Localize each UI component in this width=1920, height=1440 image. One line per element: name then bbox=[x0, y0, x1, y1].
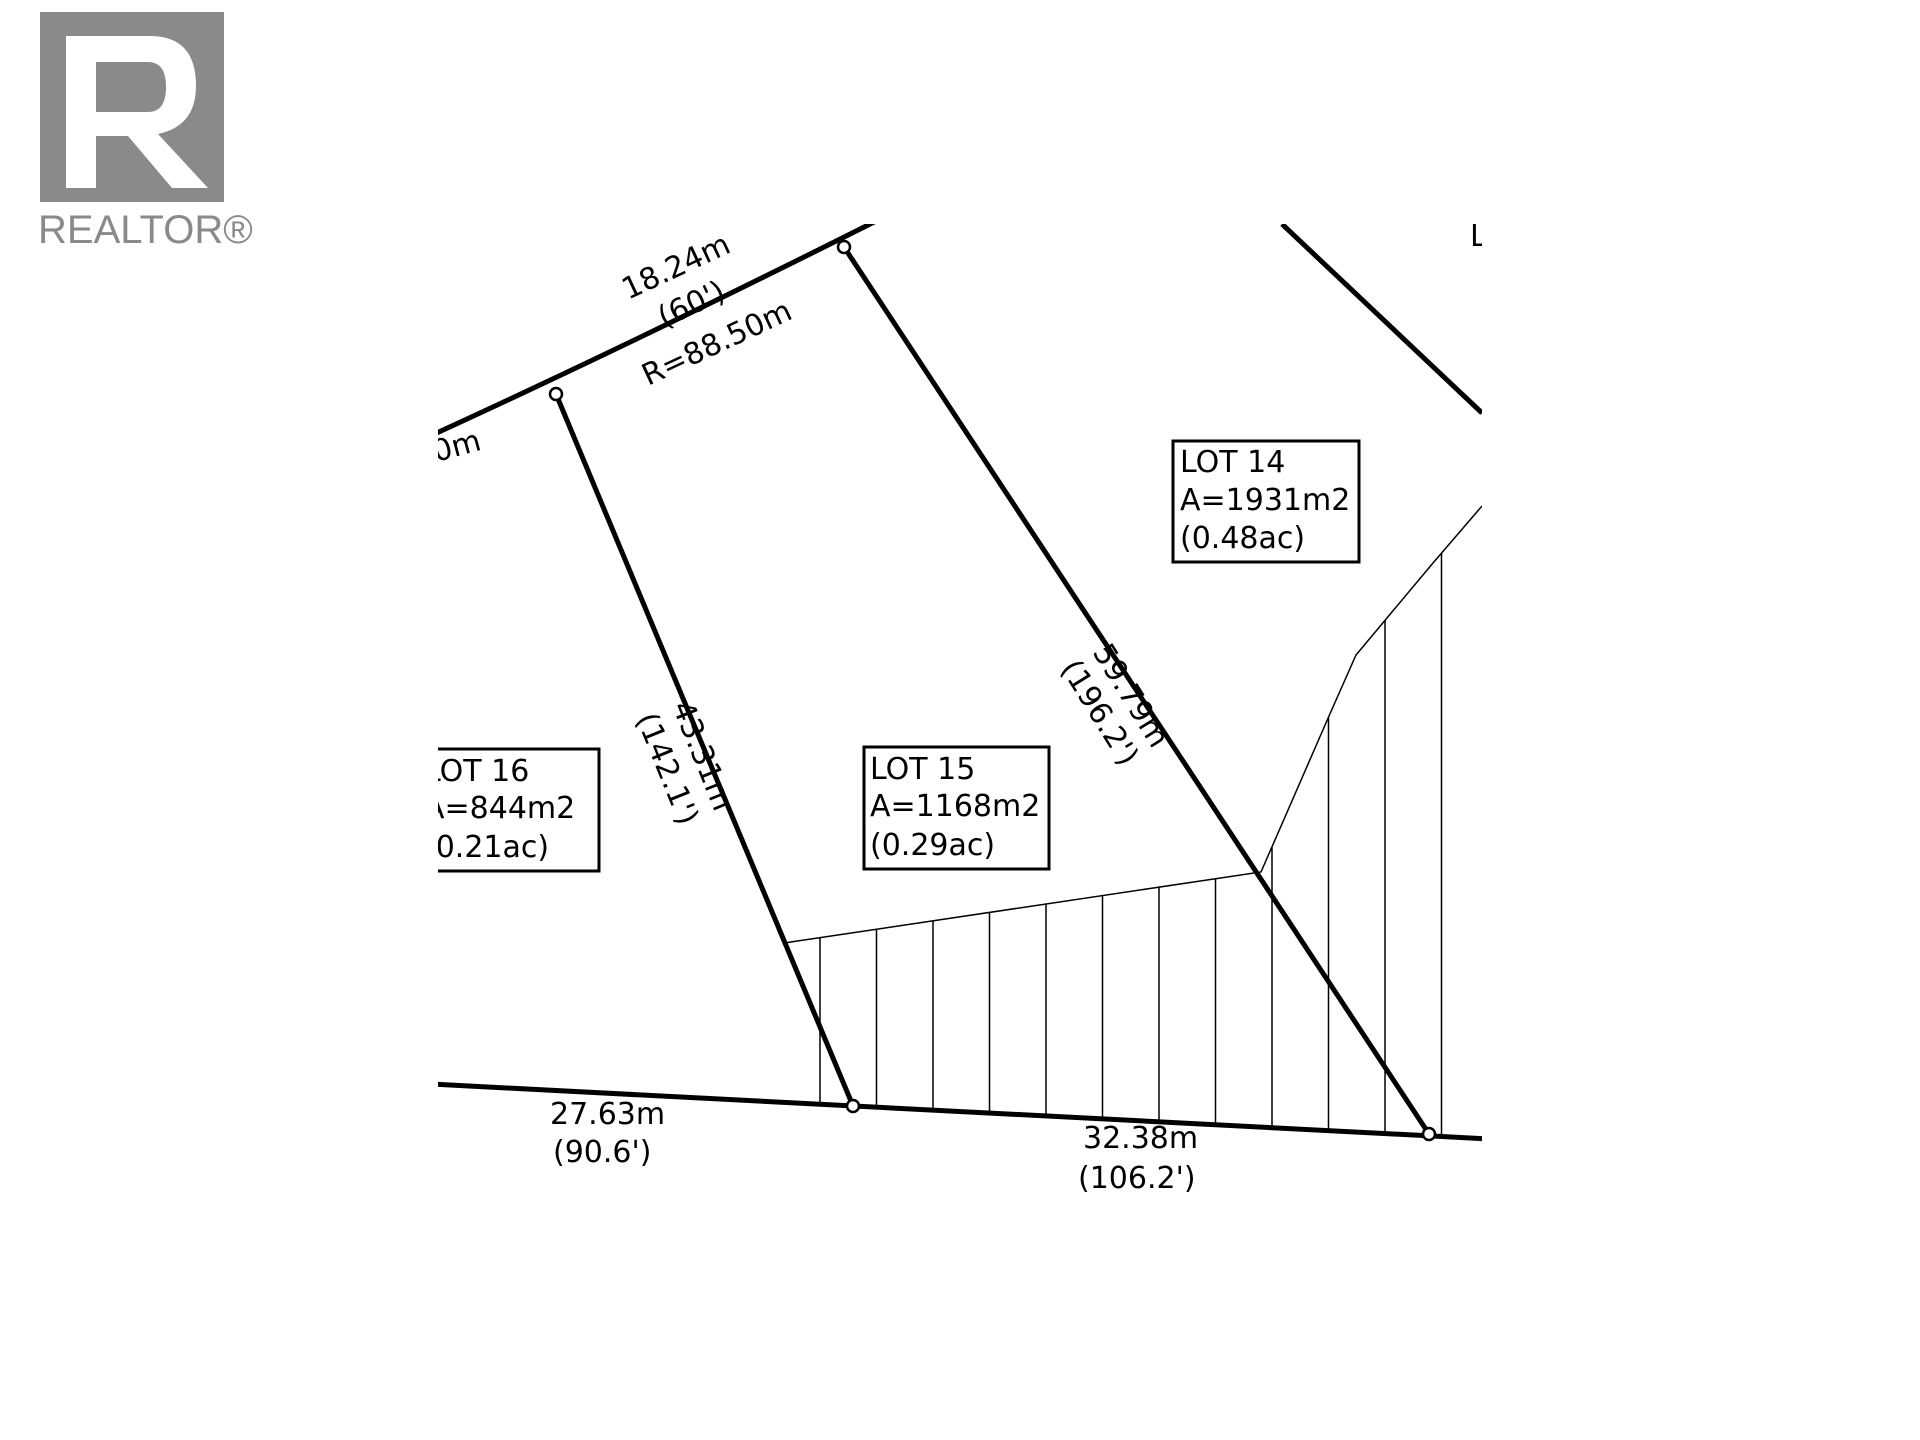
lot-14-label: LOT 14 A=1931m2 (0.48ac) bbox=[1171, 439, 1361, 564]
lot-line-14-15 bbox=[841, 245, 1432, 1136]
lot-15-label: LOT 15 A=1168m2 (0.29ac) bbox=[862, 745, 1051, 871]
svg-text:LOT 14: LOT 14 bbox=[1180, 445, 1285, 480]
front-arc-boundary bbox=[438, 224, 876, 436]
svg-text:(0.29ac): (0.29ac) bbox=[870, 828, 995, 863]
realtor-wordmark: REALTOR® bbox=[38, 208, 253, 252]
svg-text:(0.21ac): (0.21ac) bbox=[424, 830, 549, 865]
svg-text:LOT 15: LOT 15 bbox=[870, 752, 975, 787]
realtor-logo: REALTOR® bbox=[38, 12, 253, 252]
corner-fragment-label: L bbox=[1470, 219, 1487, 254]
bottom-left-ft-label: (90.6') bbox=[553, 1135, 651, 1170]
rear-boundary bbox=[438, 1081, 1482, 1142]
svg-text:A=1168m2: A=1168m2 bbox=[870, 789, 1040, 824]
arc-partial-label: 0m bbox=[429, 423, 485, 469]
bottom-left-m-label: 27.63m bbox=[550, 1097, 665, 1132]
lot-16-label: LOT 16 A=844m2 (0.21ac) bbox=[424, 747, 601, 873]
svg-text:(0.48ac): (0.48ac) bbox=[1180, 521, 1305, 556]
svg-text:A=844m2: A=844m2 bbox=[424, 791, 575, 826]
svg-text:A=1931m2: A=1931m2 bbox=[1180, 483, 1350, 518]
bottom-right-ft-label: (106.2') bbox=[1078, 1161, 1196, 1196]
svg-text:LOT 16: LOT 16 bbox=[424, 754, 529, 789]
bottom-right-m-label: 32.38m bbox=[1083, 1121, 1198, 1156]
lot-line-15-16 bbox=[553, 393, 856, 1107]
lot-14-boundary bbox=[1280, 224, 1482, 415]
hatched-area bbox=[819, 553, 1443, 1137]
survey-pins bbox=[548, 239, 1437, 1142]
